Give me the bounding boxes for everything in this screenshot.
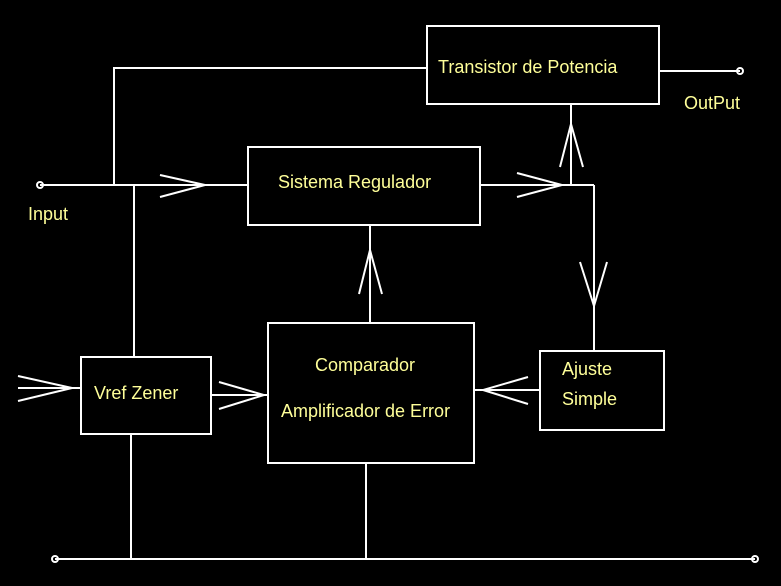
input-terminal: [36, 181, 44, 189]
ground-terminal-left: [51, 555, 59, 563]
transistor-block: [426, 25, 660, 105]
input-label: Input: [28, 204, 69, 224]
regulador-label: Sistema Regulador: [278, 172, 432, 192]
vref-input-arrow: [17, 375, 73, 402]
comparador-label: Comparador: [315, 355, 416, 375]
vref-label: Vref Zener: [94, 383, 179, 403]
regulador-output-arrow: [516, 172, 566, 198]
transistor-label: Transistor de Potencia: [438, 57, 618, 77]
amplificador-label: Amplificador de Error: [281, 401, 451, 421]
output-terminal: [736, 67, 744, 75]
vref-to-comparador-arrow: [218, 381, 268, 410]
transistor-feed-arrow: [559, 120, 584, 168]
ajuste-feed-arrow: [579, 261, 608, 310]
output-label: OutPut: [684, 93, 741, 113]
ajuste-label: Ajuste: [562, 359, 613, 379]
input-arrow: [159, 174, 206, 198]
simple-label: Simple: [562, 389, 618, 409]
comparador-block: [267, 322, 475, 464]
comparador-to-regulador-arrow: [358, 246, 383, 295]
ground-terminal-right: [751, 555, 759, 563]
bypass-line: [113, 67, 427, 185]
ajuste-to-comparador-arrow: [479, 376, 529, 405]
